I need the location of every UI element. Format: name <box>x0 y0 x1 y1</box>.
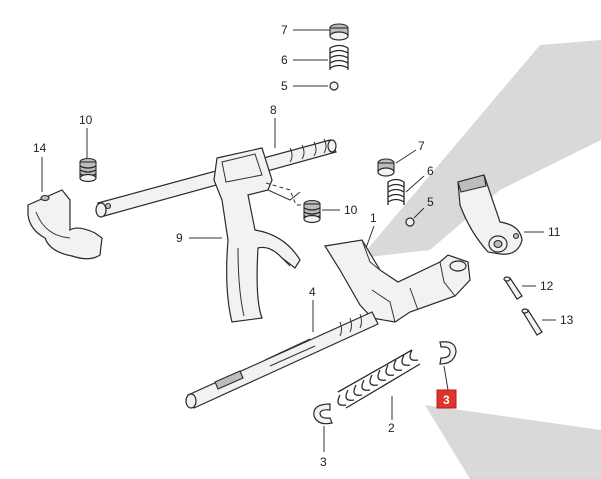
callout-11: 11 <box>548 225 561 239</box>
callout-12: 12 <box>540 279 554 293</box>
callout-3-highlight[interactable]: 3 <box>436 389 457 409</box>
cap-top[interactable] <box>329 23 349 41</box>
cap-mid[interactable] <box>377 158 395 177</box>
clip-3-lower[interactable] <box>313 403 333 425</box>
callout-4: 4 <box>309 285 316 299</box>
callout-7-top: 7 <box>281 23 288 37</box>
shift-lever-1[interactable] <box>324 239 471 323</box>
shaft-4[interactable] <box>185 311 379 409</box>
callout-2: 2 <box>388 421 395 435</box>
ball-top[interactable] <box>329 81 339 91</box>
callout-5-top: 5 <box>281 79 288 93</box>
callout-3-highlight-label: 3 <box>443 393 450 407</box>
callout-6-top: 6 <box>281 53 288 67</box>
ball-mid[interactable] <box>405 217 415 227</box>
pin-12[interactable] <box>503 276 523 300</box>
callout-5-mid: 5 <box>427 195 434 209</box>
background-shadow-lower <box>425 405 601 479</box>
callout-10-mid: 10 <box>344 203 358 217</box>
spring-mid[interactable] <box>387 178 405 206</box>
callout-14: 14 <box>33 141 47 155</box>
bracket-14[interactable] <box>27 189 103 260</box>
callout-7-mid: 7 <box>418 139 425 153</box>
callout-3: 3 <box>320 455 327 469</box>
callout-6-mid: 6 <box>427 164 434 178</box>
plug-10-left[interactable] <box>79 157 97 183</box>
clip-3-upper[interactable] <box>439 341 457 365</box>
callout-9: 9 <box>176 231 183 245</box>
shift-fork-9[interactable] <box>213 147 301 323</box>
callout-10-top: 10 <box>79 113 93 127</box>
callout-1: 1 <box>370 211 377 225</box>
pin-13[interactable] <box>521 308 543 336</box>
callout-13: 13 <box>560 313 574 327</box>
callout-8: 8 <box>270 103 277 117</box>
spring-top[interactable] <box>329 44 349 71</box>
background-shadow-upper <box>360 40 601 258</box>
spring-2[interactable] <box>337 349 421 409</box>
bracket-11[interactable] <box>457 174 523 255</box>
plug-10-mid[interactable] <box>303 199 321 224</box>
